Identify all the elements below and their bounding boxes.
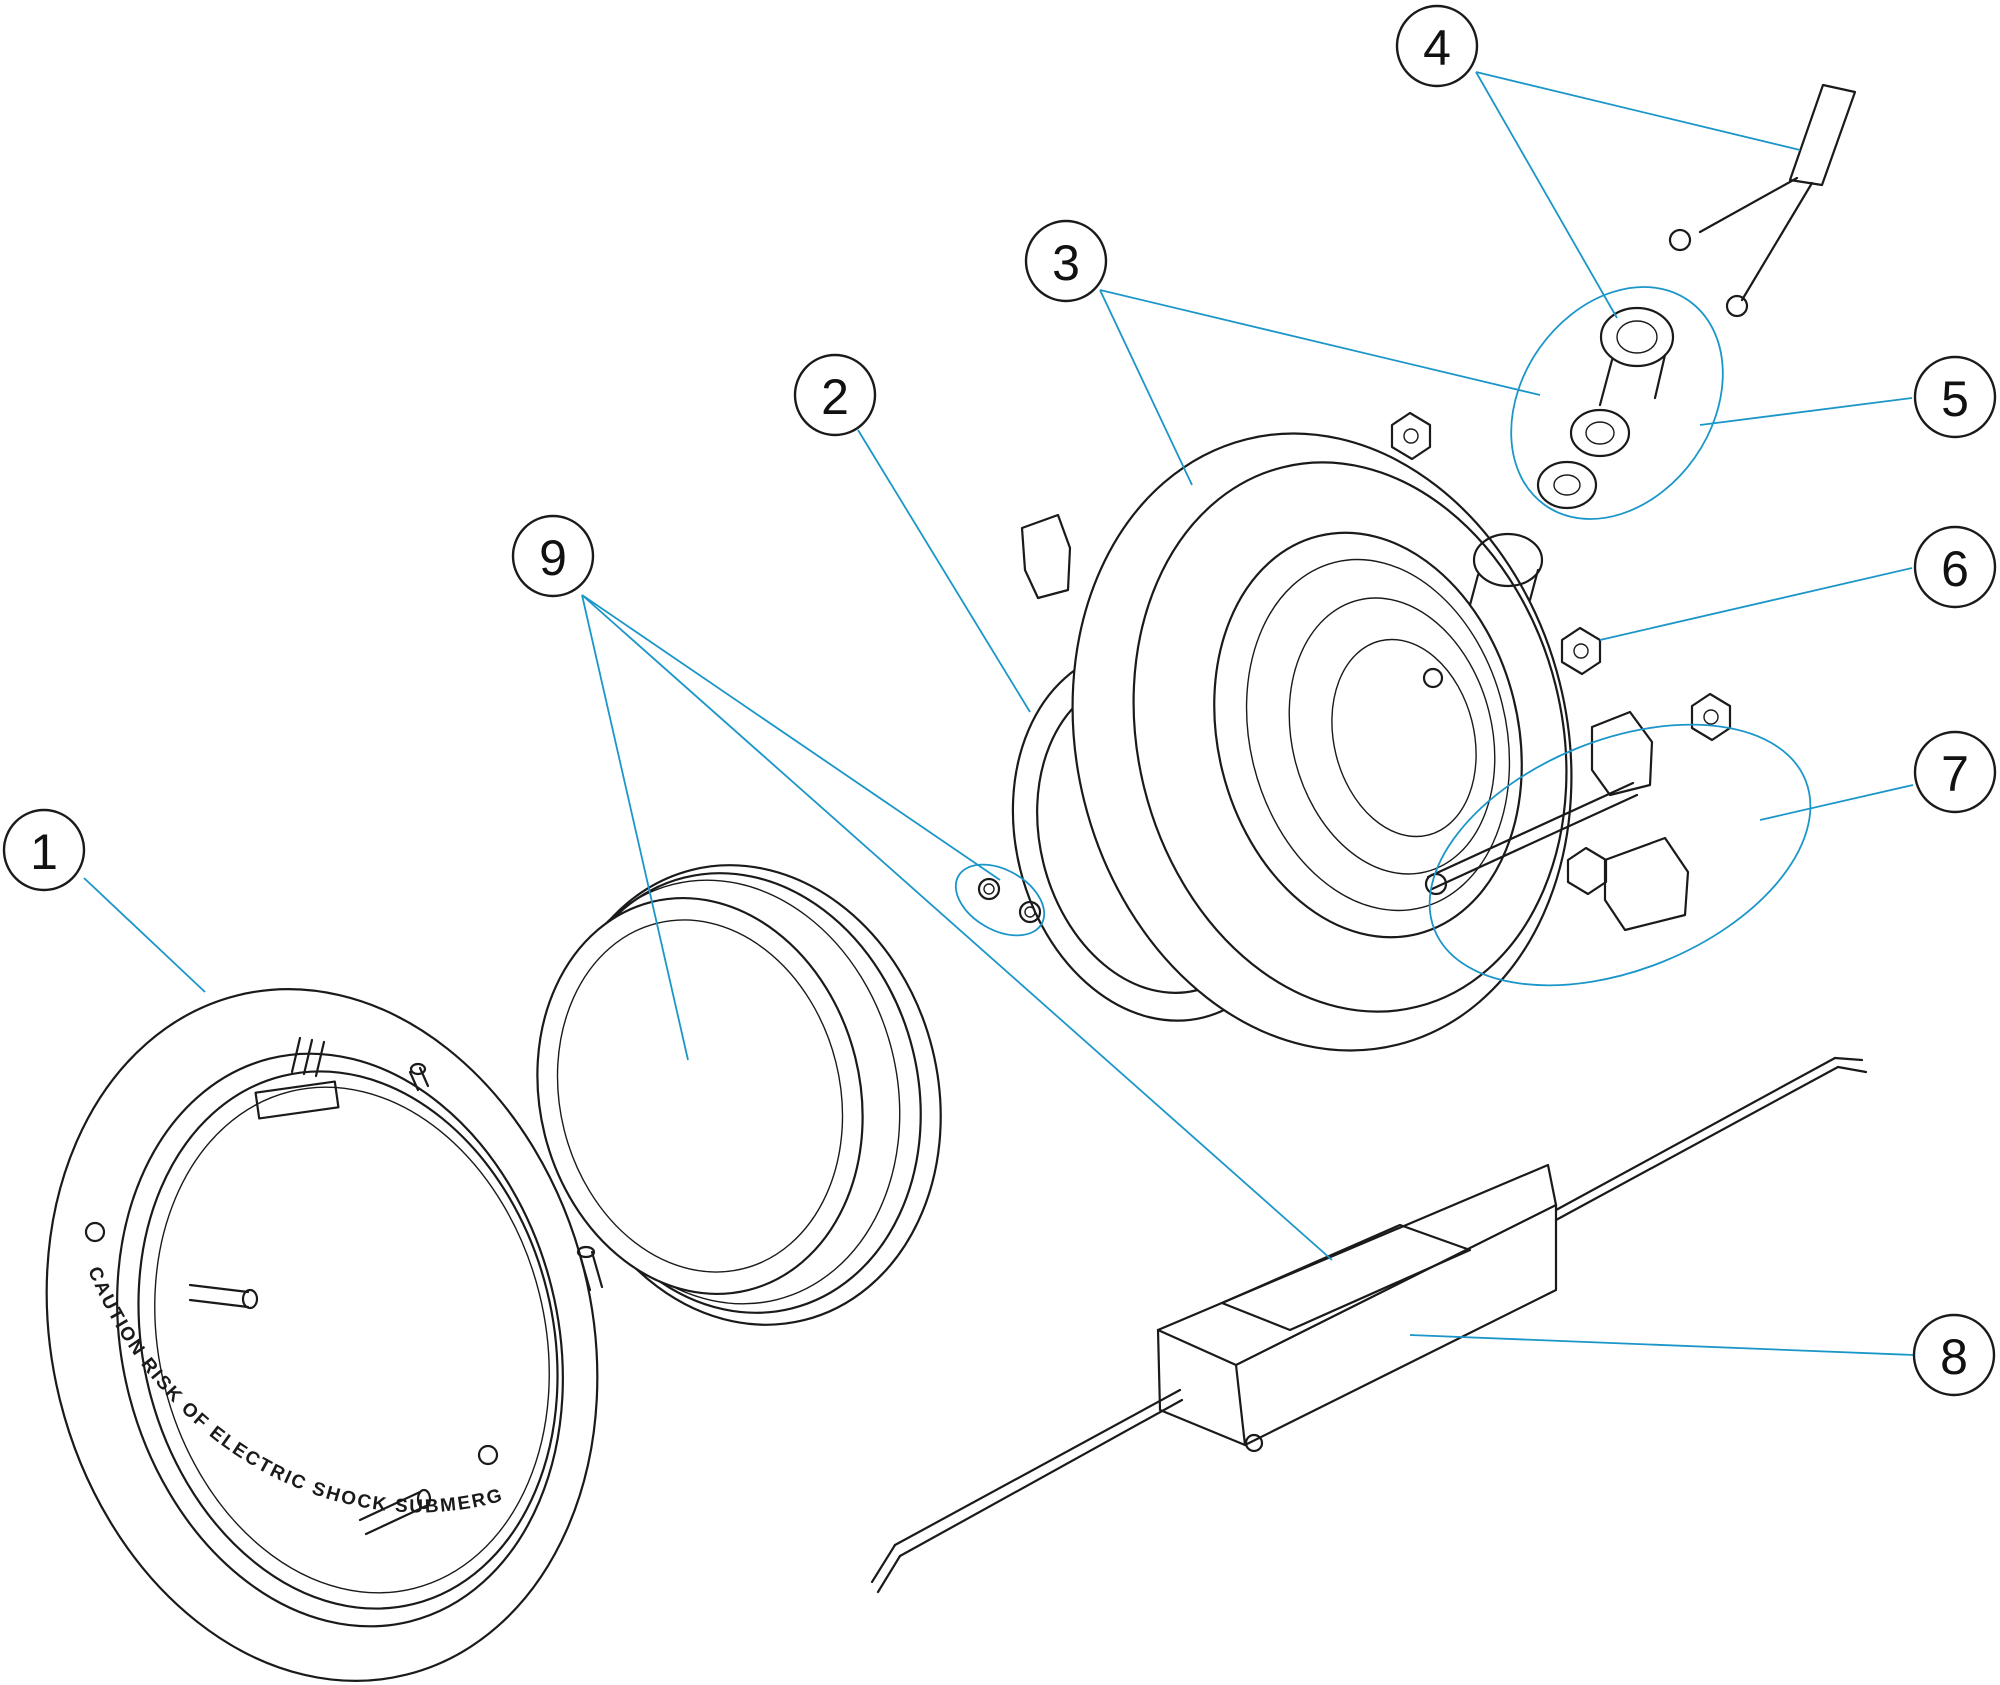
clips-screws-nuts [1020, 513, 1732, 932]
ring-stud [576, 1245, 604, 1292]
callout-number: 6 [1941, 541, 1969, 597]
callout-1: 1 [2, 808, 86, 892]
cable-and-gland [1668, 83, 1857, 318]
callout-3: 3 [1024, 219, 1108, 303]
ring-stud [408, 1062, 430, 1092]
callout-number: 4 [1423, 20, 1451, 76]
callout-7: 7 [1913, 730, 1997, 814]
callout-5: 5 [1913, 355, 1997, 439]
lamp-module [536, 864, 942, 1326]
callout-6: 6 [1913, 525, 1997, 609]
callout-8: 8 [1912, 1313, 1996, 1397]
callout-number: 5 [1941, 371, 1969, 427]
hex-nut [1390, 411, 1602, 676]
front-trim-ring: CAUTION RISK OF ELECTRIC SHOCK SUBMERGE … [0, 0, 604, 1682]
ring-stud [358, 1488, 432, 1536]
callout-9: 9 [511, 514, 595, 598]
callout-4: 4 [1395, 4, 1479, 88]
leader-lines [83, 71, 1915, 1356]
power-driver [870, 1056, 1868, 1594]
callout-number: 3 [1052, 235, 1080, 291]
callout-number: 1 [30, 824, 58, 880]
callout-number: 7 [1941, 746, 1969, 802]
niche-housing [1071, 432, 1573, 1052]
ring-stud [188, 1283, 259, 1310]
callout-number: 9 [539, 530, 567, 586]
callout-number: 8 [1940, 1329, 1968, 1385]
callout-2: 2 [793, 353, 877, 437]
gland-washers [1536, 306, 1675, 510]
callout-number: 2 [821, 369, 849, 425]
